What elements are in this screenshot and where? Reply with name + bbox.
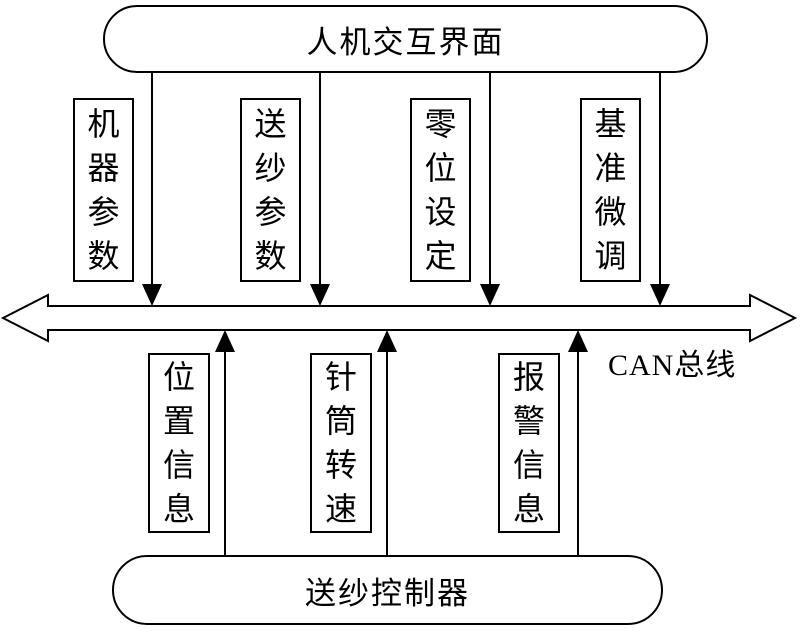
box-position-info-label: 位置信息 [162, 359, 195, 527]
box-alarm-info-label: 报警信息 [512, 359, 545, 527]
box-alarm-info: 报警信息 [498, 353, 560, 533]
box-reference-trim: 基准微调 [580, 98, 641, 282]
box-zero-setting: 零位设定 [410, 98, 471, 282]
node-hmi: 人机交互界面 [103, 5, 708, 73]
box-position-info: 位置信息 [148, 353, 210, 533]
down-arrow-zero-setting [480, 73, 500, 306]
box-cylinder-speed: 针筒转速 [310, 353, 372, 533]
down-arrow-machine-params [142, 73, 162, 306]
box-machine-params-label: 机器参数 [87, 106, 120, 274]
box-zero-setting-label: 零位设定 [424, 106, 457, 274]
up-arrow-alarm-info [568, 330, 588, 555]
node-yarn-feed-controller: 送纱控制器 [112, 555, 663, 625]
down-arrow-reference-trim [650, 73, 670, 306]
can-bus-label: CAN总线 [608, 349, 737, 382]
up-arrow-cylinder-speed [377, 330, 397, 555]
box-reference-trim-label: 基准微调 [594, 106, 627, 274]
box-yarn-params: 送纱参数 [240, 98, 301, 282]
box-machine-params: 机器参数 [73, 98, 134, 282]
can-bus-arrow [0, 293, 798, 343]
box-cylinder-speed-label: 针筒转速 [324, 359, 357, 527]
down-arrow-yarn-params [310, 73, 330, 306]
box-yarn-params-label: 送纱参数 [254, 106, 287, 274]
up-arrow-position-info [215, 330, 235, 555]
